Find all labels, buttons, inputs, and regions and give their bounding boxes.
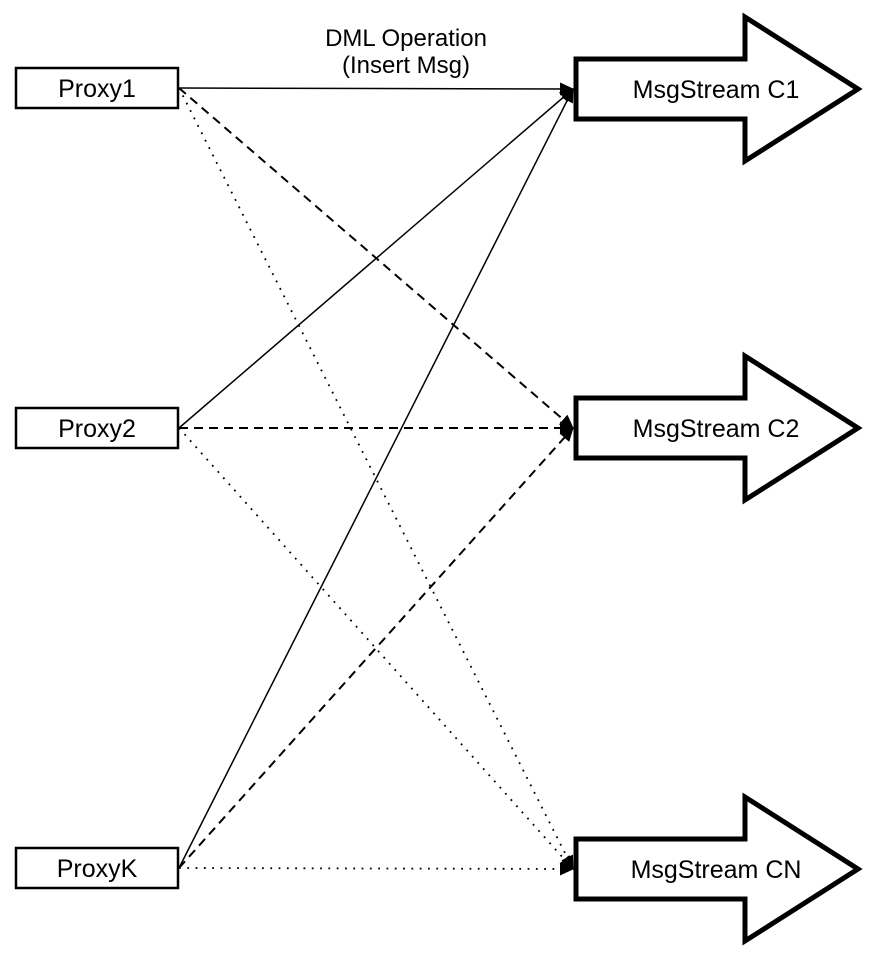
msgstream-c2-label: MsgStream C2 (633, 415, 800, 443)
proxy1-label: Proxy1 (58, 75, 136, 103)
dml-operation-label-line1: DML Operation (325, 25, 487, 52)
msgstream-c1-node: MsgStream C1 (573, 12, 863, 166)
connection-proxyk-cn-dotted (178, 862, 574, 876)
proxy1-node: Proxy1 (14, 66, 180, 110)
proxy1-box (14, 66, 180, 110)
msgstream-cn-label: MsgStream CN (631, 856, 802, 884)
dml-operation-label-line2: (Insert Msg) (342, 52, 470, 79)
proxyk-label: ProxyK (57, 855, 138, 883)
msgstream-cn-node: MsgStream CN (573, 792, 863, 946)
connections-layer (178, 82, 574, 876)
msgstream-c2-node: MsgStream C2 (573, 351, 863, 505)
connection-proxy2-c1-solid (178, 88, 574, 429)
proxyk-box (14, 846, 180, 890)
proxy2-box (14, 406, 180, 450)
msgstream-c1-label: MsgStream C1 (633, 76, 800, 104)
proxy2-label: Proxy2 (58, 415, 136, 443)
connection-proxyk-c2-dashed (178, 427, 574, 869)
msgstream-c1-arrow-shape (573, 12, 863, 166)
proxyk-node: ProxyK (14, 846, 180, 890)
connection-proxyk-c1-solid (178, 88, 574, 869)
msgstream-cn-arrow-shape (573, 792, 863, 946)
msgstream-c2-arrow-shape (573, 351, 863, 505)
connection-proxy1-c1-solid (178, 82, 574, 96)
proxy2-node: Proxy2 (14, 406, 180, 450)
